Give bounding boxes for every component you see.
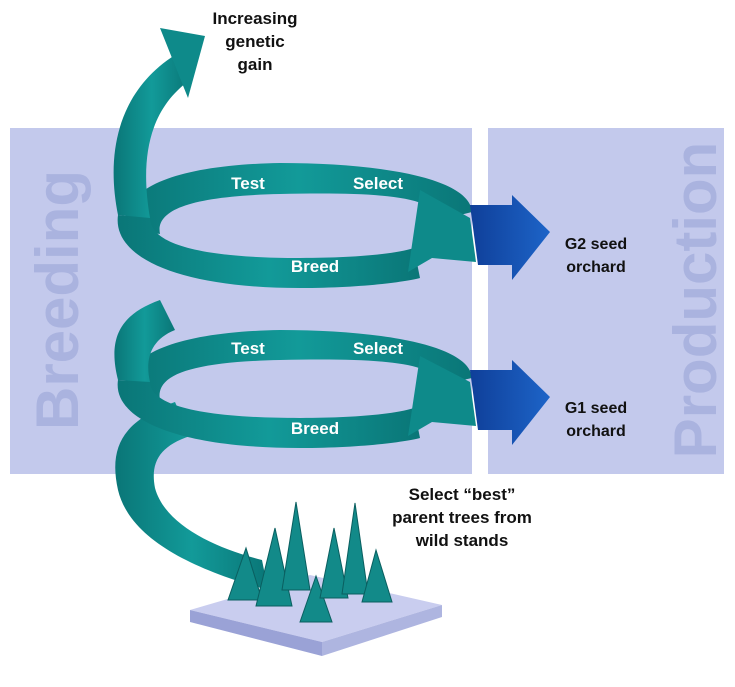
wild-stands-line-3: wild stands bbox=[415, 531, 509, 550]
g1-orchard-line-2: orchard bbox=[566, 423, 626, 440]
g2-orchard-line-2: orchard bbox=[566, 259, 626, 276]
g2-orchard-line-1: G2 seed bbox=[565, 236, 627, 253]
spiral-middle-band bbox=[114, 300, 175, 382]
upper-loop-front bbox=[117, 215, 420, 288]
tree bbox=[341, 502, 369, 595]
platform-side-left bbox=[190, 610, 322, 656]
wild-stand-trees bbox=[227, 501, 393, 623]
tree bbox=[227, 546, 263, 601]
tree bbox=[319, 527, 349, 599]
increasing-gain-line-2: genetic bbox=[225, 32, 285, 51]
lower-loop-front bbox=[117, 380, 420, 448]
g2-orchard-arrow bbox=[470, 195, 550, 280]
tree bbox=[281, 501, 311, 591]
wild-stands-line-1: Select “best” bbox=[409, 485, 516, 504]
tree bbox=[361, 548, 393, 603]
lower-loop-back bbox=[124, 330, 473, 400]
increasing-gain-line-1: Increasing bbox=[212, 9, 297, 28]
wild-stands-line-2: parent trees from bbox=[392, 508, 532, 527]
lower-test-label: Test bbox=[231, 339, 265, 358]
g1-orchard-label: G1 seed orchard bbox=[565, 400, 627, 440]
increasing-gain-arrow-head bbox=[160, 28, 205, 98]
upper-breed-label: Breed bbox=[291, 257, 339, 276]
g1-orchard-arrow bbox=[470, 360, 550, 445]
spiral-top-band bbox=[113, 55, 190, 218]
increasing-gain-label: Increasing genetic gain bbox=[212, 9, 297, 74]
g1-orchard-line-1: G1 seed bbox=[565, 400, 627, 417]
breeding-panel-title: Breeding bbox=[24, 170, 91, 430]
platform-side-right bbox=[322, 605, 442, 656]
upper-test-label: Test bbox=[231, 174, 265, 193]
lower-select-arrow-head bbox=[408, 356, 476, 436]
upper-select-label: Select bbox=[353, 174, 403, 193]
g2-orchard-label: G2 seed orchard bbox=[565, 236, 627, 276]
lower-breed-label: Breed bbox=[291, 419, 339, 438]
lower-select-label: Select bbox=[353, 339, 403, 358]
increasing-gain-line-3: gain bbox=[238, 55, 273, 74]
upper-select-arrow-head bbox=[408, 190, 476, 272]
tree bbox=[299, 574, 333, 623]
production-panel-title: Production bbox=[662, 142, 729, 459]
wild-stands-label: Select “best” parent trees from wild sta… bbox=[392, 485, 532, 550]
spiral-base-band bbox=[115, 402, 269, 590]
upper-loop-back bbox=[124, 163, 473, 234]
